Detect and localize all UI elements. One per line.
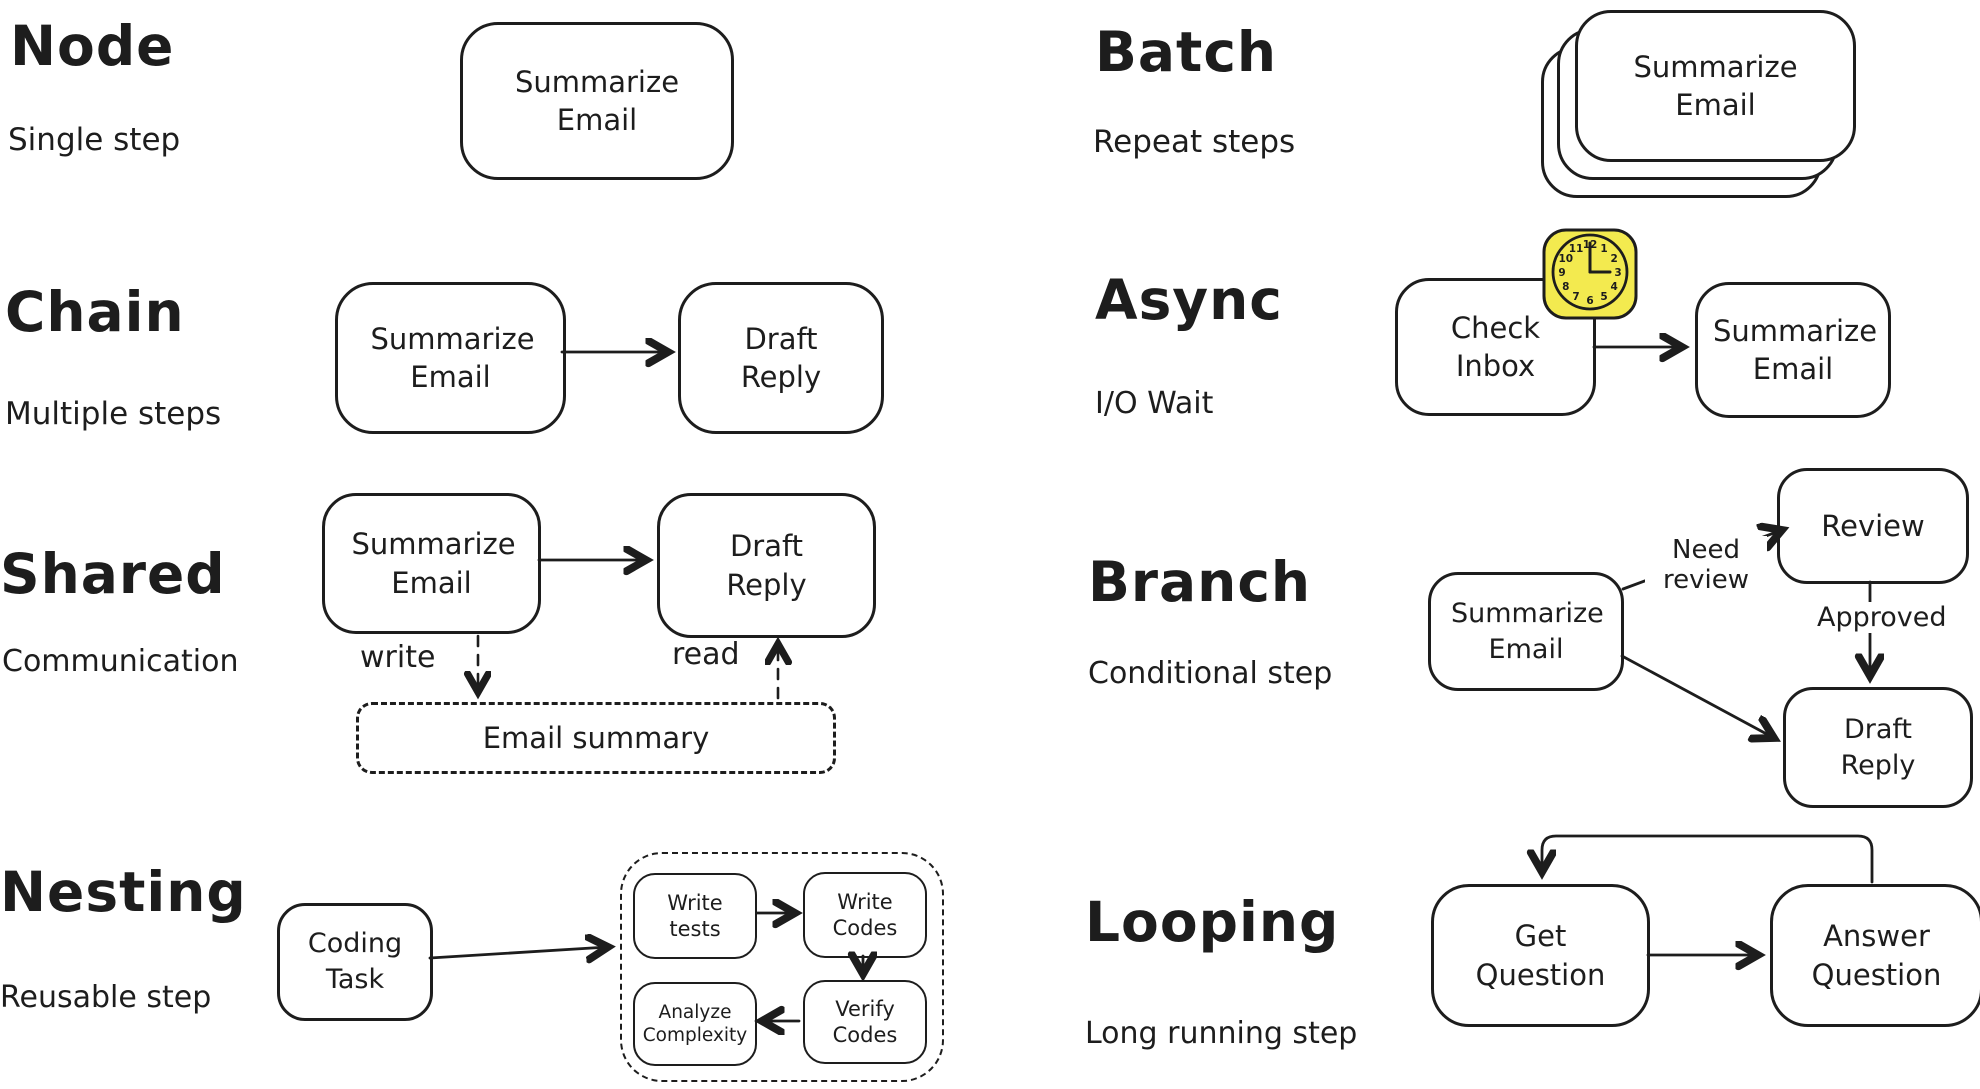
clock-numeral: 5 <box>1600 291 1607 303</box>
section-title-async: Async <box>1095 268 1283 332</box>
section-title-branch: Branch <box>1088 550 1312 614</box>
step-label: Summarize Email <box>1451 597 1604 665</box>
clock-numeral: 11 <box>1569 243 1584 255</box>
shared-store-email-summary: Email summary <box>356 702 836 774</box>
edge-label-need-review: Need review <box>1645 535 1767 596</box>
step-write-codes: Write Codes <box>803 872 927 958</box>
section-title-batch: Batch <box>1095 20 1278 84</box>
step-label: Coding Task <box>307 928 403 995</box>
step-label: Summarize Email <box>1713 313 1878 386</box>
step-draft-reply: Draft Reply <box>657 493 876 638</box>
section-title-looping: Looping <box>1085 890 1340 954</box>
section-subtitle-async: I/O Wait <box>1095 386 1214 421</box>
section-title-shared: Shared <box>0 542 226 606</box>
clock-numeral: 3 <box>1614 267 1621 279</box>
clock-numeral: 9 <box>1558 267 1565 279</box>
section-subtitle-chain: Multiple steps <box>5 396 222 432</box>
step-label: Summarize Email <box>351 527 516 600</box>
store-label: Email summary <box>482 721 710 755</box>
step-check-inbox: Check Inbox <box>1395 278 1596 416</box>
step-label: Draft Reply <box>740 321 822 394</box>
clock-numeral: 10 <box>1558 253 1573 265</box>
step-label: Analyze Complexity <box>642 1001 748 1046</box>
step-label: Summarize Email <box>1633 49 1798 122</box>
section-title-nesting: Nesting <box>0 860 247 924</box>
step-verify-codes: Verify Codes <box>803 980 927 1064</box>
section-subtitle-shared: Communication <box>2 644 239 679</box>
section-subtitle-looping: Long running step <box>1085 1016 1358 1051</box>
section-title-chain: Chain <box>5 280 185 344</box>
step-summarize-email: Summarize Email <box>335 282 566 434</box>
step-summarize-email: Summarize Email <box>460 22 734 180</box>
step-label: Check Inbox <box>1450 310 1541 383</box>
edge-label-approved: Approved <box>1812 602 1952 634</box>
step-write-tests: Write tests <box>633 873 757 959</box>
step-coding-task: Coding Task <box>277 903 433 1021</box>
step-draft-reply: Draft Reply <box>1783 687 1973 808</box>
clock-icon: 121234567891011 <box>1542 228 1638 320</box>
step-label: Summarize Email <box>514 64 680 137</box>
nesting-flow-container <box>620 852 944 1082</box>
section-subtitle-branch: Conditional step <box>1088 656 1333 691</box>
edge-label-write: write <box>360 640 436 675</box>
step-label: Get Question <box>1475 919 1606 992</box>
clock-face <box>1551 233 1629 311</box>
clock-numeral: 7 <box>1572 291 1579 303</box>
step-label: Summarize Email <box>370 321 535 394</box>
clock-numeral: 4 <box>1611 281 1618 293</box>
batch-card-front-summarize-email: Summarize Email <box>1575 10 1856 162</box>
step-label: Answer Question <box>1811 919 1942 992</box>
step-summarize-email: Summarize Email <box>1695 282 1891 418</box>
step-get-question: Get Question <box>1431 884 1650 1027</box>
clock-body <box>1542 228 1638 320</box>
step-label: Review <box>1821 508 1925 543</box>
step-draft-reply: Draft Reply <box>678 282 884 434</box>
step-label: Verify Codes <box>832 996 898 1047</box>
clock-numeral: 8 <box>1562 281 1569 293</box>
step-label: Draft Reply <box>1840 713 1916 781</box>
section-subtitle-batch: Repeat steps <box>1093 124 1296 160</box>
step-label: Draft Reply <box>726 529 807 602</box>
step-summarize-email: Summarize Email <box>1428 572 1624 691</box>
step-review: Review <box>1777 468 1969 584</box>
clock-numeral: 2 <box>1611 253 1618 265</box>
step-answer-question: Answer Question <box>1770 884 1980 1027</box>
clock-numeral: 1 <box>1600 243 1607 255</box>
step-label: Write Codes <box>832 889 898 940</box>
step-analyze-complexity: Analyze Complexity <box>633 982 757 1066</box>
section-subtitle-nesting: Reusable step <box>0 980 212 1015</box>
edge-label-read: read <box>672 637 740 672</box>
clock-numeral: 6 <box>1586 295 1593 307</box>
section-subtitle-node: Single step <box>8 122 181 158</box>
step-summarize-email: Summarize Email <box>322 493 541 634</box>
step-label: Write tests <box>667 890 723 941</box>
section-title-node: Node <box>10 14 175 78</box>
